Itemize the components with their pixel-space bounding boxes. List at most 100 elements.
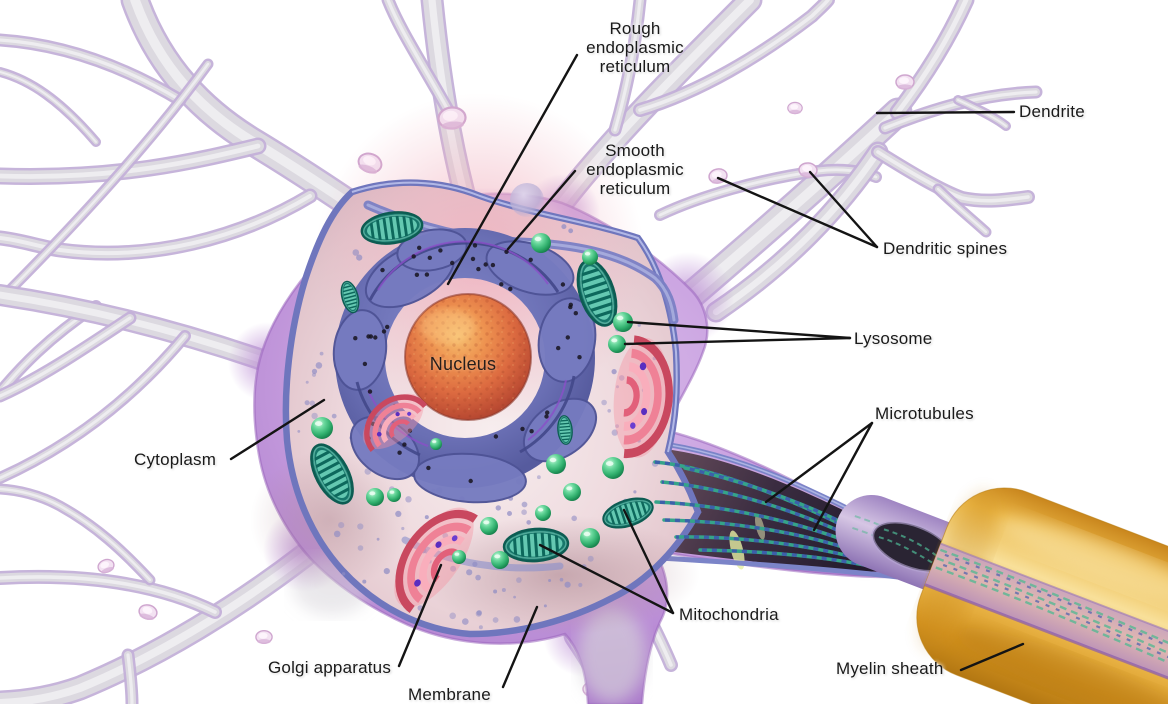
dendrite <box>0 551 309 704</box>
ribosome-dot <box>315 362 323 369</box>
ribosome-dot <box>401 526 405 531</box>
ribosome-dot <box>611 369 617 375</box>
ribosome-dot <box>513 595 516 599</box>
ribosome-dot <box>466 569 473 576</box>
lysosome <box>582 249 598 265</box>
dendrite <box>876 150 1030 203</box>
myelin-sheath <box>835 487 1168 704</box>
dendrite <box>0 486 153 583</box>
dendrite <box>957 99 1007 127</box>
ribosome-dot <box>397 450 402 455</box>
ribosome-dot <box>483 262 488 267</box>
ribosome-dot <box>357 545 364 551</box>
ribosome-dot <box>414 272 420 277</box>
ribosome-dot <box>529 429 534 434</box>
label-nucleus: Nucleus <box>429 354 497 374</box>
ribosome-dot <box>520 426 525 432</box>
leader-lines <box>229 53 1025 689</box>
dendrite <box>0 575 217 614</box>
lysosome <box>430 438 442 450</box>
dendrite <box>126 653 134 704</box>
ribosome-dot <box>545 410 550 415</box>
ribosome-dot <box>601 399 607 406</box>
lysosome <box>491 551 509 569</box>
label-rough-er: Rough endoplasmic reticulum <box>586 19 684 76</box>
dendrite <box>0 194 312 256</box>
ribosome-dot <box>333 530 341 538</box>
lysosome <box>602 457 624 479</box>
label-lysosome: Lysosome <box>854 329 933 348</box>
ribosome-dot <box>297 430 301 433</box>
ribosome-dot <box>383 568 390 575</box>
ribosome-dot <box>504 249 509 254</box>
dendrite <box>0 143 261 179</box>
leader-line-rough-er <box>446 53 579 286</box>
leader-line-dendritic-spine-1 <box>716 176 879 249</box>
ribosome-dot <box>561 224 567 230</box>
dendritic-spine <box>136 602 160 623</box>
leader-line-microtubules-1 <box>764 421 874 504</box>
ribosome-dot <box>309 400 315 406</box>
dendritic-spine <box>787 101 803 115</box>
lysosome <box>546 454 566 474</box>
ribosome-dot <box>417 245 422 250</box>
ribosome-dot <box>427 255 432 260</box>
ribosome-dot <box>311 368 318 374</box>
ribosome-dot <box>449 612 457 620</box>
ribosome-dot <box>311 412 318 420</box>
ribosome-dot <box>560 282 566 287</box>
dendrite <box>638 0 830 112</box>
microtubule-twist <box>663 518 887 565</box>
ribosome-dot <box>424 272 430 277</box>
ribosome-dot <box>385 324 390 330</box>
label-myelin-sheath: Myelin sheath <box>836 659 944 678</box>
leader-line-cytoplasm <box>229 398 326 461</box>
ribosome-dot <box>357 523 364 530</box>
ribosome-dot <box>507 511 512 516</box>
microtubule-twist <box>661 480 877 550</box>
ribosome-dot <box>341 572 346 576</box>
dendrite <box>386 0 450 112</box>
ribosome-dot <box>362 361 368 367</box>
ribosome-dot <box>573 311 578 316</box>
leader-line-golgi <box>397 563 443 668</box>
ribosome-dot <box>543 604 547 608</box>
ribosome-dot <box>490 262 496 268</box>
ribosome-dot <box>472 561 478 567</box>
ribosome-dot <box>319 351 324 356</box>
ribosome-dot <box>568 304 573 310</box>
ribosome-dot <box>305 380 309 384</box>
ribosome-dot <box>475 574 481 581</box>
ribosome-dot <box>373 335 378 340</box>
ribosome-dot <box>526 520 531 525</box>
lysosome <box>480 517 498 535</box>
lysosome <box>563 483 581 501</box>
label-golgi-apparatus: Golgi apparatus <box>268 658 392 677</box>
ribosome-dot <box>565 335 570 340</box>
ribosome-dot <box>548 579 552 582</box>
ribosome-dot <box>472 243 478 248</box>
ribosome-dot <box>338 522 345 529</box>
ribosome-dot <box>559 577 564 582</box>
dendrite <box>895 0 969 115</box>
ribosome-dot <box>402 442 407 447</box>
label-microtubules: Microtubules <box>875 404 974 423</box>
leader-line-smooth-er <box>506 169 577 251</box>
dendritic-spine <box>95 556 117 576</box>
lysosome <box>531 233 551 253</box>
leader-line-microtubules-2 <box>812 421 874 532</box>
label-mitochondria: Mitochondria <box>679 605 779 624</box>
ribosome-dot <box>380 267 385 273</box>
ribosome-dot <box>362 579 367 584</box>
ribosome-dot <box>450 260 455 266</box>
ribosome-dot <box>521 501 528 508</box>
leader-line-dendritic-spine-2 <box>808 170 879 249</box>
ribosome-dot <box>462 618 469 625</box>
ribosome-dot <box>528 257 533 262</box>
ribosome-dot <box>353 336 358 341</box>
label-dendrite: Dendrite <box>1019 102 1085 121</box>
label-cytoplasm: Cytoplasm <box>134 450 217 469</box>
label-dendritic-spines: Dendritic spines <box>883 239 1008 258</box>
ribosome-dot <box>577 355 582 360</box>
